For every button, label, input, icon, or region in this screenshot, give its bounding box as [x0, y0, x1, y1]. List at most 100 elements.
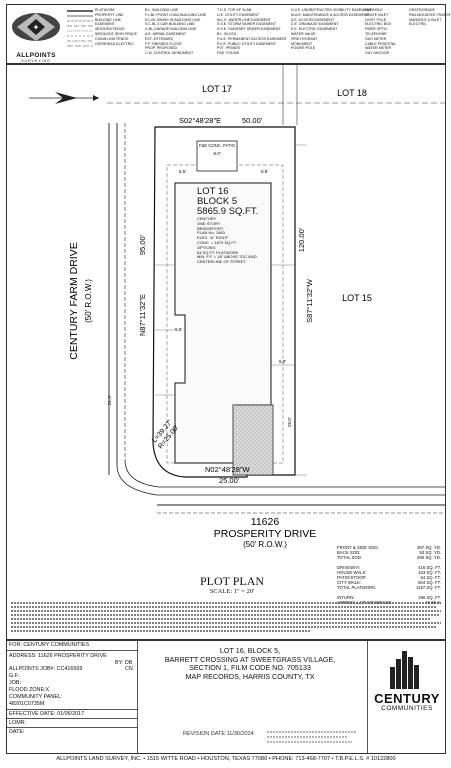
- legend-item: W.L.E. WATER LINE EASEMENT: [217, 17, 271, 22]
- legal-line: MAP RECORDS, HARRIS COUNTY, TX: [185, 671, 315, 681]
- legend-item: WOODEN FENCE: [95, 27, 125, 32]
- legend-item: WATER METER: [365, 46, 392, 51]
- area-table: FRONT & SIDE SOD:397 SQ. YD. BACK SOD:93…: [337, 545, 441, 605]
- street-south-name: PROSPERITY DRIVE: [214, 528, 317, 540]
- legend-item: ELECTRIC: [409, 22, 427, 27]
- legend-item: MANHOLE: [365, 8, 383, 12]
- legend-item: EASEMENT: [95, 22, 115, 27]
- north-bearing: S02°48'28"E: [179, 116, 221, 125]
- legend-item: GRATE INLET: [365, 12, 389, 17]
- note: ONE STORY: [197, 220, 221, 226]
- logo-text: ALLPOINTS: [16, 52, 56, 59]
- lot-18-label: LOT 18: [337, 88, 367, 98]
- legend-item: CHAIN LINK FENCE: [95, 36, 129, 41]
- legend-item: POWER POLE: [291, 46, 316, 51]
- legal-line: BARRETT CROSSING AT SWEETGRASS VILLAGE,: [164, 654, 336, 664]
- legend-item: E.E. ELECTRIC EASEMENT: [291, 27, 338, 32]
- legend-item: C.M. CONTROL MONUMENT: [145, 51, 194, 56]
- legend-item: WATER VALVE: [291, 31, 316, 36]
- south-bearing: N02°48'28"W: [205, 465, 251, 474]
- community-panel: COMMUNITY PANEL:: [9, 694, 63, 700]
- legend-item: B.L. BLOCK: [217, 31, 237, 36]
- job-number: ALLPOINTS JOB#: CC416569: [9, 666, 83, 672]
- legend-item: F.F. FINISHED FLOOR: [145, 41, 182, 46]
- lot-15-label: LOT 15: [342, 293, 372, 303]
- area-row: TOTAL SOD:490 SQ. YD.: [337, 555, 441, 561]
- legend-header: ✦ ALLPOINTS SURVEYING PLATWORK PROPERTY …: [6, 4, 451, 64]
- block-label: BLOCK 5: [197, 196, 238, 207]
- legend-item: M.A.E. MAINTENANCE & ACCESS EASEMENT: [291, 12, 369, 17]
- legend-col-3: T.O.S. TOP OF SLAB U.E. UTILITY EASEMENT…: [217, 8, 287, 56]
- east-distance: 120.00': [297, 227, 306, 252]
- legend-item: GUY ANCHOR: [365, 51, 390, 56]
- logo-mark-icon: ✦: [12, 13, 60, 41]
- street-west-name: CENTURY FARM DRIVE: [68, 242, 80, 359]
- legend-item: D.E. DRAINAGE EASEMENT: [291, 22, 339, 27]
- legend-col-5: MANHOLE GRATE INLET LIGHT POLE ELECTRIC …: [365, 8, 405, 56]
- area-row: DRIVEWAY:416 SQ. FT.: [337, 564, 441, 570]
- legend-item: GRATE/GRADE: [409, 8, 435, 12]
- area-row: APPROX. LOT COVERAGE:45.55 %: [337, 599, 441, 605]
- lot-area: 5865.9 SQ.FT.: [197, 206, 259, 217]
- legend-item: MONUMENT: [291, 41, 313, 46]
- gf: G.F.:: [9, 673, 21, 679]
- note: OPTIONS:: [197, 244, 217, 250]
- area-row: TOTAL PLATWORK:1187 SQ. FT.: [337, 585, 441, 591]
- century-logo: CENTURY COMMUNITIES: [367, 641, 446, 753]
- legend-item: U.V.E. UNOBSTRUCTED VISIBILITY EASEMENT: [291, 8, 372, 12]
- west-distance: 95.00': [138, 234, 147, 255]
- legend-item: U.E. UTILITY EASEMENT: [217, 12, 260, 17]
- area-row: BACK SOD:93 SQ. YD.: [337, 550, 441, 556]
- legend-item: T.O.S. TOP OF SLAB: [217, 8, 252, 12]
- revision-date: REVISION DATE 11/30/2024: [183, 731, 254, 737]
- note: BRIDGEPORT: [197, 225, 224, 231]
- legend-item: G.BL GARAGE BUILDING LINE: [145, 27, 197, 32]
- by: BY: DB: [115, 660, 133, 666]
- north-distance: 50.00': [242, 116, 263, 125]
- lot-17-label: LOT 17: [202, 84, 232, 94]
- legend-col-6: GRATE/GRADE PAD-MOUNTED TRANSFORMER MANH…: [409, 8, 451, 27]
- legal-line: SECTION 1, FILM CODE NO. 705133: [189, 663, 311, 673]
- title-block: FOR: CENTURY COMMUNITIES ADDRESS: 11626 …: [6, 640, 446, 754]
- note: CONC. = 1879 SQ.FT.: [197, 239, 237, 245]
- legend-item: P.U.E. PUBLIC UTILITY EASEMENT: [217, 41, 276, 46]
- note: CENTURY: [197, 216, 217, 221]
- dim-label: 6.0': [279, 359, 286, 364]
- legend-item: LIGHT POLE: [365, 17, 387, 22]
- legal-description: LOT 16, BLOCK 5, BARRETT CROSSING AT SWE…: [139, 646, 361, 681]
- dim-label: 26.0': [287, 417, 292, 427]
- legend-item: S.S.E. SANITARY SEWER EASEMENT: [217, 27, 281, 32]
- legend-item: OVERHEAD ELECTRIC: [95, 41, 134, 46]
- dim-label: 5.5': [175, 327, 182, 332]
- legend-item: FIBER OPTIC: [365, 27, 388, 32]
- note: PLAN No. 1583: [197, 230, 225, 236]
- west-bearing: N87°11'32"E: [138, 294, 147, 336]
- east-bearing: S87°11'32"W: [305, 278, 314, 323]
- street-south-row: (50' R.O.W.): [243, 540, 287, 549]
- legend-item: PAD-MOUNTED TRANSFORMER: [409, 12, 451, 17]
- legend-item: FIRE HYDRANT: [291, 36, 318, 41]
- south-distance: 25.00': [219, 476, 240, 485]
- address-number: 11626: [251, 516, 280, 528]
- area-row: INTURN:196 SQ. FT.: [337, 594, 441, 600]
- note: CENTERLINE OF STREET: [197, 259, 246, 265]
- legend-col-1: PLATWORK PROPERTY LINE BUILDING LINE EAS…: [95, 8, 141, 46]
- plot-plan-frame: LOT 17 LOT 18 LOT 15 S02°48'28"E 50.00' …: [6, 64, 446, 640]
- legend-item: BUILDING LINE: [95, 17, 121, 22]
- legend-item: MANHOLE & INLET: [409, 17, 442, 22]
- footer-company: ALLPOINTS LAND SURVEY, INC. • 1515 WITTE…: [56, 756, 396, 762]
- area-row: PATIO/STOOP:64 SQ. FT.: [337, 575, 441, 581]
- dim-label: 6.0': [213, 151, 220, 156]
- legend-item: FND. FOUND: [217, 51, 240, 56]
- legend-item: ELECTRIC BOX: [365, 22, 392, 27]
- area-row: FRONT & SIDE SOD:397 SQ. YD.: [337, 545, 441, 550]
- legend-item: CABLE PEDESTAL: [365, 41, 397, 46]
- dim-label: 5.5': [179, 169, 186, 174]
- legend-item: GAS METER: [365, 36, 387, 41]
- cn: CN: [125, 666, 133, 672]
- allpoints-logo: ✦ ALLPOINTS SURVEYING: [9, 7, 63, 63]
- skyline-icon: [390, 651, 419, 689]
- legend-item: PROP. PROPOSED: [145, 46, 178, 51]
- legend-item: A.E. ACCESS EASEMENT: [291, 17, 335, 22]
- legend-item: S.C.BL 3 CAR BUILDING LINE: [145, 22, 195, 27]
